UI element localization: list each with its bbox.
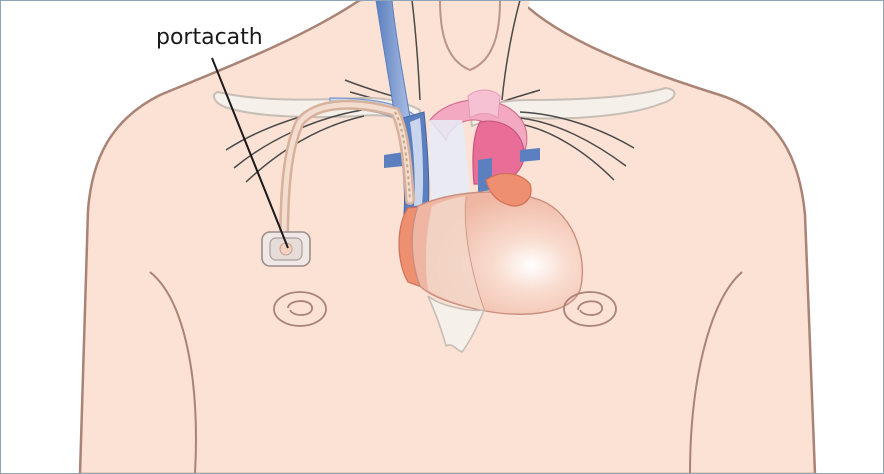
right-pulmonary-vein	[520, 148, 540, 162]
portacath-label: portacath	[156, 27, 263, 49]
portacath-device-icon	[262, 232, 310, 266]
pale-mediastinum	[429, 120, 470, 200]
pink-trachea	[468, 90, 500, 118]
